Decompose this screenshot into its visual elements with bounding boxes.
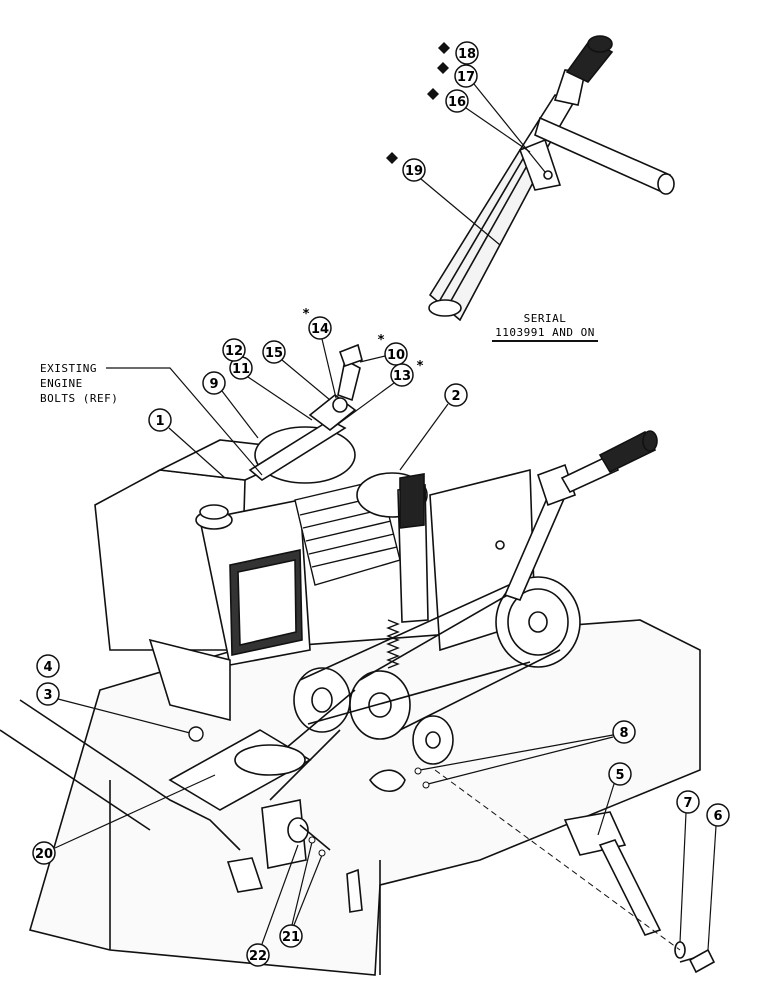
callout-6: 6 bbox=[706, 803, 730, 951]
svg-text:*: * bbox=[378, 333, 385, 348]
callout-2: 2 bbox=[399, 383, 468, 471]
callout-7: 7 bbox=[676, 790, 700, 943]
svg-text:18: 18 bbox=[458, 47, 476, 62]
svg-text:20: 20 bbox=[35, 847, 53, 862]
existing-bolts-label: EXISTING ENGINE BOLTS (REF) bbox=[40, 362, 263, 476]
svg-text:17: 17 bbox=[457, 70, 475, 85]
callout-11: 11 bbox=[229, 356, 313, 421]
callout-16: 16 bbox=[427, 88, 531, 153]
svg-text:21: 21 bbox=[282, 930, 300, 945]
svg-text:5: 5 bbox=[615, 768, 624, 783]
callout-5: 5 bbox=[597, 762, 632, 836]
svg-text:7: 7 bbox=[683, 796, 692, 811]
svg-text:12: 12 bbox=[225, 344, 243, 359]
callout-18: 18 bbox=[438, 41, 479, 65]
callout-20: 20 bbox=[32, 774, 216, 865]
svg-text:10: 10 bbox=[387, 348, 405, 363]
svg-text:19: 19 bbox=[405, 164, 423, 179]
svg-text:11: 11 bbox=[232, 362, 250, 377]
serial-note: SERIAL 1103991 AND ON bbox=[492, 312, 598, 342]
callout-10: * 10 bbox=[359, 333, 408, 366]
svg-text:8: 8 bbox=[619, 726, 628, 741]
callout-9: 9 bbox=[202, 371, 259, 439]
callout-1: 1 bbox=[148, 408, 226, 479]
svg-text:16: 16 bbox=[448, 95, 466, 110]
svg-text:4: 4 bbox=[43, 660, 52, 675]
svg-text:ENGINE: ENGINE bbox=[40, 377, 83, 390]
main-assembly bbox=[0, 343, 716, 976]
callout-22: 22 bbox=[246, 844, 299, 967]
callout-13: * 13 bbox=[329, 359, 424, 431]
callout-12: 12 bbox=[222, 338, 246, 362]
svg-text:*: * bbox=[417, 359, 424, 374]
callout-8: 8 bbox=[414, 720, 636, 789]
svg-text:2: 2 bbox=[451, 389, 460, 404]
svg-text:15: 15 bbox=[265, 346, 283, 361]
callout-17: 17 bbox=[437, 62, 546, 173]
svg-text:13: 13 bbox=[393, 369, 411, 384]
svg-text:1103991 AND ON: 1103991 AND ON bbox=[495, 326, 595, 339]
callout-15: 15 bbox=[262, 340, 331, 401]
svg-text:EXISTING: EXISTING bbox=[40, 362, 97, 375]
svg-text:*: * bbox=[303, 307, 310, 322]
callout-3: 3 bbox=[36, 682, 204, 742]
callout-4: 4 bbox=[36, 654, 60, 678]
svg-text:6: 6 bbox=[713, 809, 722, 824]
svg-text:1: 1 bbox=[155, 414, 164, 429]
callout-14: * 14 bbox=[303, 307, 337, 399]
callout-19: 19 bbox=[386, 152, 501, 246]
svg-text:14: 14 bbox=[311, 322, 329, 337]
svg-text:SERIAL: SERIAL bbox=[524, 312, 567, 325]
callout-21: 21 bbox=[279, 836, 326, 948]
svg-text:22: 22 bbox=[249, 949, 267, 964]
svg-text:BOLTS (REF): BOLTS (REF) bbox=[40, 392, 118, 405]
svg-text:3: 3 bbox=[43, 688, 52, 703]
svg-text:9: 9 bbox=[209, 377, 218, 392]
